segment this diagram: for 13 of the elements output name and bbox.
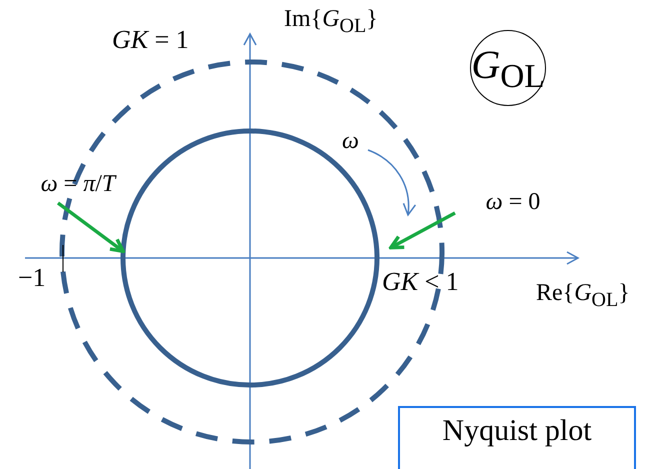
contour-label: GK = 1	[112, 26, 189, 55]
frequency-label: ω	[342, 128, 359, 154]
title-box: Nyquist plot	[398, 406, 636, 469]
contour-label: GK < 1	[382, 268, 459, 297]
axis-label: Im{G$_{OL}$}	[284, 6, 378, 37]
inner-circle	[120, 128, 380, 388]
symbol-circle: G$_{OL}$	[470, 30, 546, 106]
axis-label: Re{G$_{OL}$}	[536, 280, 630, 311]
frequency-label: ω = π/T	[40, 170, 116, 198]
pointer-arrow	[56, 202, 125, 254]
frequency-label: ω = 0	[486, 188, 540, 216]
pointer-arrow	[389, 211, 456, 250]
tick-label: −1	[18, 264, 46, 293]
